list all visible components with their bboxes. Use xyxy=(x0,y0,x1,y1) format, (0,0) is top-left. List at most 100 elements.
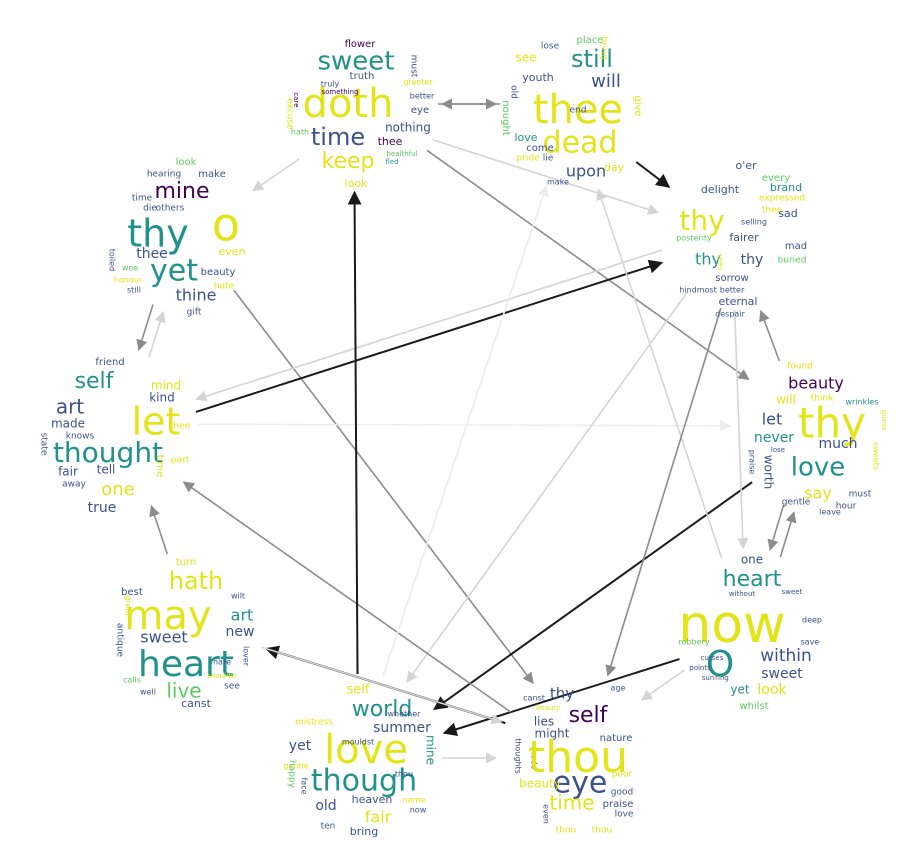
cloud-word: day xyxy=(604,161,625,174)
cloud-word: art xyxy=(231,606,254,625)
cloud-word: beauty xyxy=(788,374,844,393)
cloud-word: thy xyxy=(550,685,574,703)
cloud-word: see xyxy=(224,682,240,692)
cloud-word: place xyxy=(577,35,604,46)
cloud-word: hindmost xyxy=(679,286,716,295)
cloud-word: hath xyxy=(291,128,309,137)
cloud-word: see xyxy=(515,51,536,65)
cloud-word: truly xyxy=(321,80,340,89)
cloud-word: ring xyxy=(715,674,729,682)
cloud-word: mind xyxy=(151,379,181,393)
cloud-word: leave xyxy=(819,508,841,517)
cloud-word: selling xyxy=(741,218,767,227)
cloud-word: lose xyxy=(771,446,785,454)
cloud-word: upon xyxy=(566,162,606,181)
cloud-word: mad xyxy=(785,241,807,252)
cloud-word: nature xyxy=(600,733,633,744)
cloud-word: sweets xyxy=(872,442,881,470)
cloud-word: come xyxy=(526,143,554,154)
cloud-word: others xyxy=(156,204,185,214)
cloud-word: kind xyxy=(149,391,175,405)
cloud-word: look xyxy=(757,682,787,698)
cloud-word: healthful xyxy=(386,150,417,158)
cloud-word: thy xyxy=(127,212,188,256)
arrow-love-to-thee xyxy=(382,184,549,677)
cloud-word: thee xyxy=(533,87,623,133)
cloud-word: happy xyxy=(287,760,297,789)
cloud-word: turn xyxy=(176,557,197,568)
cloud-word: lover xyxy=(242,646,251,667)
arrow-thy-upper-to-let xyxy=(195,249,663,402)
cloud-word: great xyxy=(124,595,133,616)
cloud-word: worth xyxy=(762,455,776,489)
cloud-word: time xyxy=(311,123,365,151)
cloud-word: thou xyxy=(556,826,576,836)
cloud-word: whilst xyxy=(739,701,768,712)
arrow-thy-right-to-thy-upper xyxy=(759,309,781,362)
cloud-word: truth xyxy=(350,71,375,82)
cloud-word: time xyxy=(132,194,153,204)
cloud-word: thou xyxy=(395,770,413,779)
cloud-word: wrinkles xyxy=(845,398,878,407)
cloud-word: still xyxy=(571,45,613,73)
cloud-word: greater xyxy=(403,78,433,87)
cloud-word: will xyxy=(591,71,621,92)
cloud-word: gift xyxy=(187,308,202,318)
cloud-word: hour xyxy=(836,502,857,512)
cloud-word: think xyxy=(811,394,834,404)
arrow-thy-o-to-let xyxy=(136,304,154,352)
cloud-word: something xyxy=(321,88,358,96)
arrow-now-to-thou xyxy=(640,669,686,701)
cloud-word: mouldst xyxy=(342,738,374,747)
cloud-word: canst xyxy=(523,694,545,703)
cloud-word: much xyxy=(818,436,857,452)
cloud-word: love xyxy=(615,810,634,820)
cloud-word: eye xyxy=(411,105,429,116)
cloud-word: despair xyxy=(715,310,745,319)
cloud-word: expressed xyxy=(759,194,805,204)
cloud-word: state xyxy=(39,433,49,456)
cloud-word: pride xyxy=(516,154,540,164)
cloud-word: thoughts xyxy=(514,738,523,774)
cloud-word: canst xyxy=(181,697,211,710)
cloud-word: mine xyxy=(424,735,438,765)
cloud-word: within xyxy=(760,646,812,666)
cloud-word: new xyxy=(226,624,255,640)
cloud-word: robbery xyxy=(678,638,709,647)
cloud-word: gentle xyxy=(283,762,308,771)
cloud-word: honour xyxy=(114,276,143,285)
cloud-word: excuse xyxy=(285,98,295,130)
cloud-word: doth xyxy=(303,81,394,127)
cloud-word: one xyxy=(101,479,135,500)
cloud-word: lies xyxy=(534,715,554,729)
cloud-word: hath xyxy=(169,567,224,595)
cloud-word: deep xyxy=(802,616,822,625)
cloud-word: mistress xyxy=(295,718,333,728)
cloud-word: mine xyxy=(154,179,209,204)
arrow-doth-to-thy-o xyxy=(252,158,300,192)
cloud-word: eye xyxy=(553,766,608,801)
cloud-word: thee xyxy=(170,422,191,432)
arrow-love-to-doth xyxy=(347,190,362,675)
cloud-word: calls xyxy=(123,676,141,685)
transition-arrows xyxy=(136,98,797,764)
cloud-word: die xyxy=(143,204,157,214)
arrow-let-to-thy-o xyxy=(148,310,166,358)
cloud-word: thy xyxy=(695,250,721,269)
cloud-word: summer xyxy=(373,720,431,736)
arrow-doth-to-thy-right xyxy=(426,149,750,381)
cloud-word: now xyxy=(410,806,427,815)
cloud-word: praise xyxy=(748,450,757,475)
cloud-word: self xyxy=(75,369,115,394)
cloud-word: sweet xyxy=(318,47,395,77)
cloud-word: let xyxy=(132,400,181,444)
arrow-doth-to-thy-upper xyxy=(432,138,660,215)
